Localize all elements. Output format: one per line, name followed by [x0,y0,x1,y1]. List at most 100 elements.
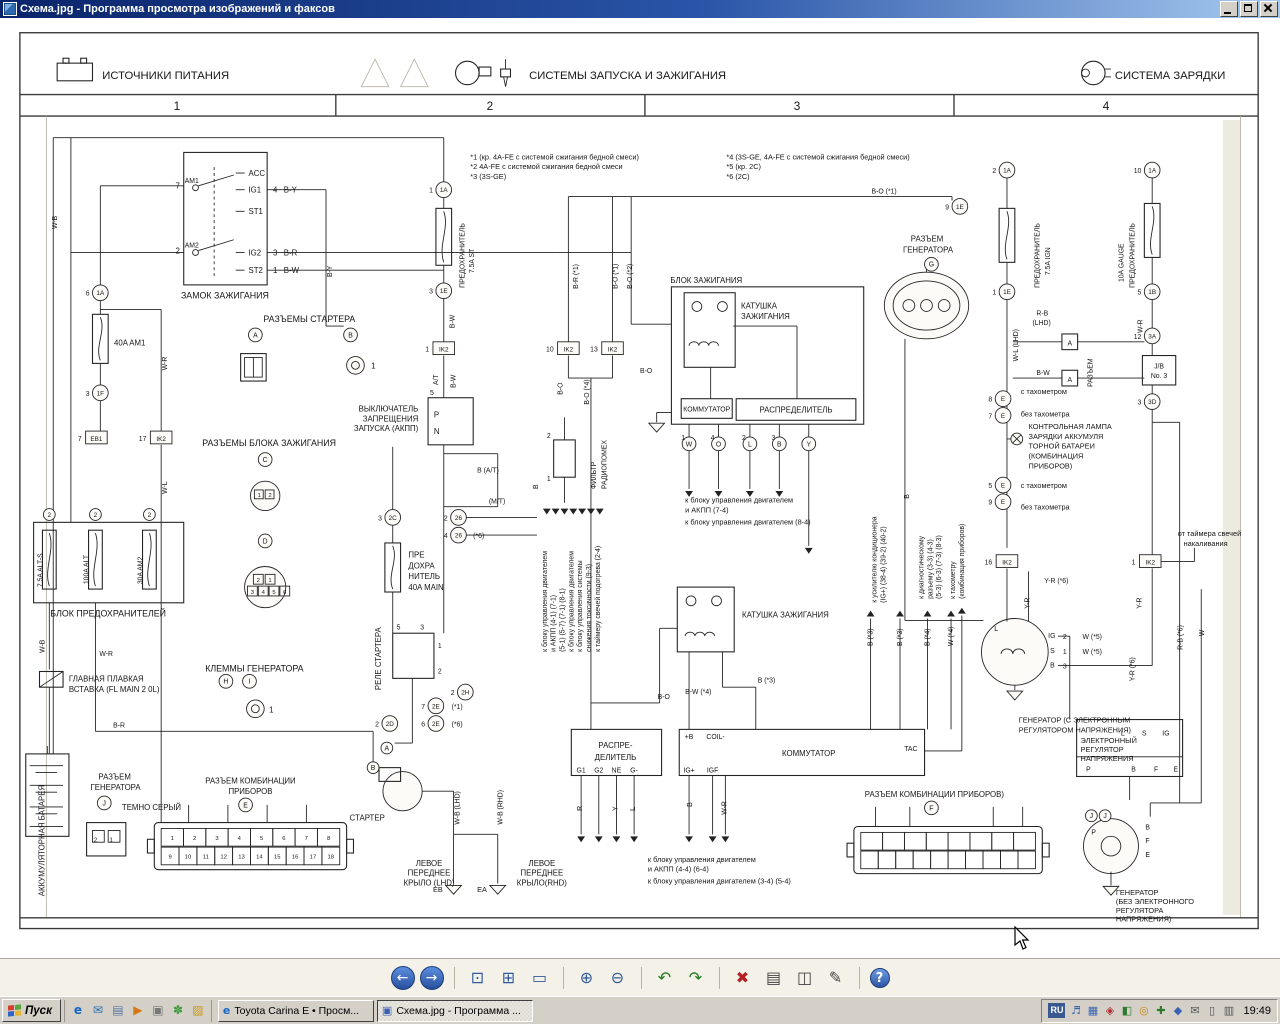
diagram-label: Y-R (*6) [1130,657,1137,681]
diagram-label: 1 [371,361,375,370]
diagram-label: КРЫЛО (LHD) [404,878,455,887]
diagram-label: РАЗЪЕМ [1087,358,1094,387]
diagram-label: 2 [438,668,442,675]
column-number: 2 [487,100,494,113]
copy-to-button[interactable]: ◫ [792,965,818,991]
terminal-circle [257,533,273,549]
terminal-circle [257,452,273,467]
edit-button[interactable]: ✎ [823,965,849,991]
diagram-label: AM2 [185,243,199,250]
tray-network-icon[interactable]: ◧ [1121,1004,1133,1017]
starter-icon [454,60,492,86]
rotate-ccw-button[interactable]: ↶ [652,965,678,991]
diagram-label: W-B [39,639,46,653]
flow-arrow [685,836,693,843]
flow-arrow [577,836,586,843]
toolbar-separator [640,966,642,989]
connector-ref [951,198,969,215]
next-image-button[interactable]: → [419,965,444,990]
minimize-button[interactable] [1220,1,1238,17]
delete-button[interactable]: ✖ [730,965,756,991]
component-box [25,753,70,837]
best-fit-button[interactable]: ⊡ [465,965,491,991]
diagram-label: ПРЕДОХРАНИТЕЛЬ [1130,223,1137,288]
connector-cell [882,831,905,851]
ground-symbol [647,422,666,433]
tray-scheduler-icon[interactable]: ◆ [1173,1004,1183,1017]
connector-ref-code: E [1001,499,1005,506]
diagram-label: РЕГУЛЯТОРА [1116,906,1164,915]
diagram-label: R-B (*6) [1178,625,1185,650]
diagram-label: Y [612,806,619,811]
diagram-label: (*1) [452,704,463,711]
diagram-label: 3 [251,590,255,596]
diagram-label: ЗАПРЕЩЕНИЯ [363,414,419,423]
tray-cpu-icon[interactable]: ▥ [1223,1004,1235,1017]
quick-launch-icq[interactable]: ✽ [172,1003,183,1017]
previous-image-button[interactable]: ← [390,965,415,990]
close-button[interactable] [1260,1,1278,17]
diagram-label: W (*4) [948,627,955,646]
rotate-cw-button[interactable]: ↷ [683,965,709,991]
maximize-button[interactable] [1240,1,1258,17]
junction-ref [85,430,108,445]
diagram-label: IG [1048,633,1055,640]
flow-arrow [708,836,717,843]
task-label: Toyota Carina E • Просм... [234,1004,360,1017]
zoom-in-button[interactable]: ⊕ [574,965,600,991]
diagram-label: ПРЕДОХРАНИТЕЛЬ [459,223,466,288]
help-button[interactable]: ? [869,967,890,988]
tray-volume-icon[interactable]: ♬ [1071,1004,1081,1017]
tray-messenger-icon[interactable]: ✚ [1156,1004,1166,1017]
slideshow-button[interactable]: ▭ [527,965,553,991]
zoom-out-button[interactable]: ⊖ [605,965,631,991]
language-indicator[interactable]: RU [1048,1003,1066,1018]
start-button[interactable]: Пуск [2,999,61,1022]
junction-ref-pin: 10 [546,347,554,354]
actual-size-button[interactable]: ⊞ [496,965,522,991]
diagram-label: No. 3 [1151,373,1168,380]
diagram-label: A [1067,377,1072,384]
quick-launch-show-desktop[interactable]: ▤ [112,1003,124,1017]
quick-launch-folder[interactable]: ▨ [192,1003,204,1017]
diagram-label: (5-1) (5-7) (7-1) (8-1) [559,588,566,652]
tray-antivirus-icon[interactable]: ◈ [1105,1004,1115,1017]
connector-pin-number: 1 [171,836,174,842]
diagram-label: N [434,427,440,436]
junction-ref [995,554,1019,568]
connector-cell [1013,831,1036,851]
diagram-label: БЛОК ЗАЖИГАНИЯ [670,276,742,285]
tray-battery-icon[interactable]: ▯ [1208,1004,1215,1017]
print-button[interactable]: ▤ [761,965,787,991]
quick-launch-outlook-express[interactable]: ✉ [92,1003,103,1017]
connector-ref-code: 2E [432,703,440,710]
connector-pin-number: 9 [168,854,171,860]
connector-ref [1143,327,1161,345]
junction-ref-pin: 1 [1132,560,1136,567]
tray-mail-icon[interactable]: ✉ [1190,1004,1200,1017]
diagram-label: (*6) [452,721,463,728]
terminal-circle [218,673,234,689]
diagram-label: к диагностическому [919,535,926,599]
terminal-circle [242,673,257,689]
diagram-label: накаливания [1184,539,1228,548]
quick-launch-document[interactable]: ▣ [152,1003,164,1017]
taskbar-task-2[interactable]: ▣Схема.jpg - Программа ... [376,999,533,1022]
tray-display-icon[interactable]: ▦ [1087,1004,1099,1017]
junction-ref-pin: 7 [78,436,82,443]
connector-pin-number: 2 [193,836,196,842]
quick-launch-media-player[interactable]: ▶ [133,1003,143,1017]
flow-arrow [551,508,560,515]
column-number: 3 [794,100,801,113]
diagram-label: IGF [707,768,718,775]
quick-launch-internet-explorer[interactable]: e [73,1003,82,1017]
connector-ref [998,161,1016,179]
diagram-label: W-B (RHD) [498,790,505,825]
battery-icon [56,57,94,82]
tray-update-icon[interactable]: ◎ [1139,1004,1149,1017]
terminal-letter: F [929,805,933,812]
diagram-label: снижения токсичности (9-3) [586,564,593,652]
connector-ref-code: E [1001,483,1005,490]
